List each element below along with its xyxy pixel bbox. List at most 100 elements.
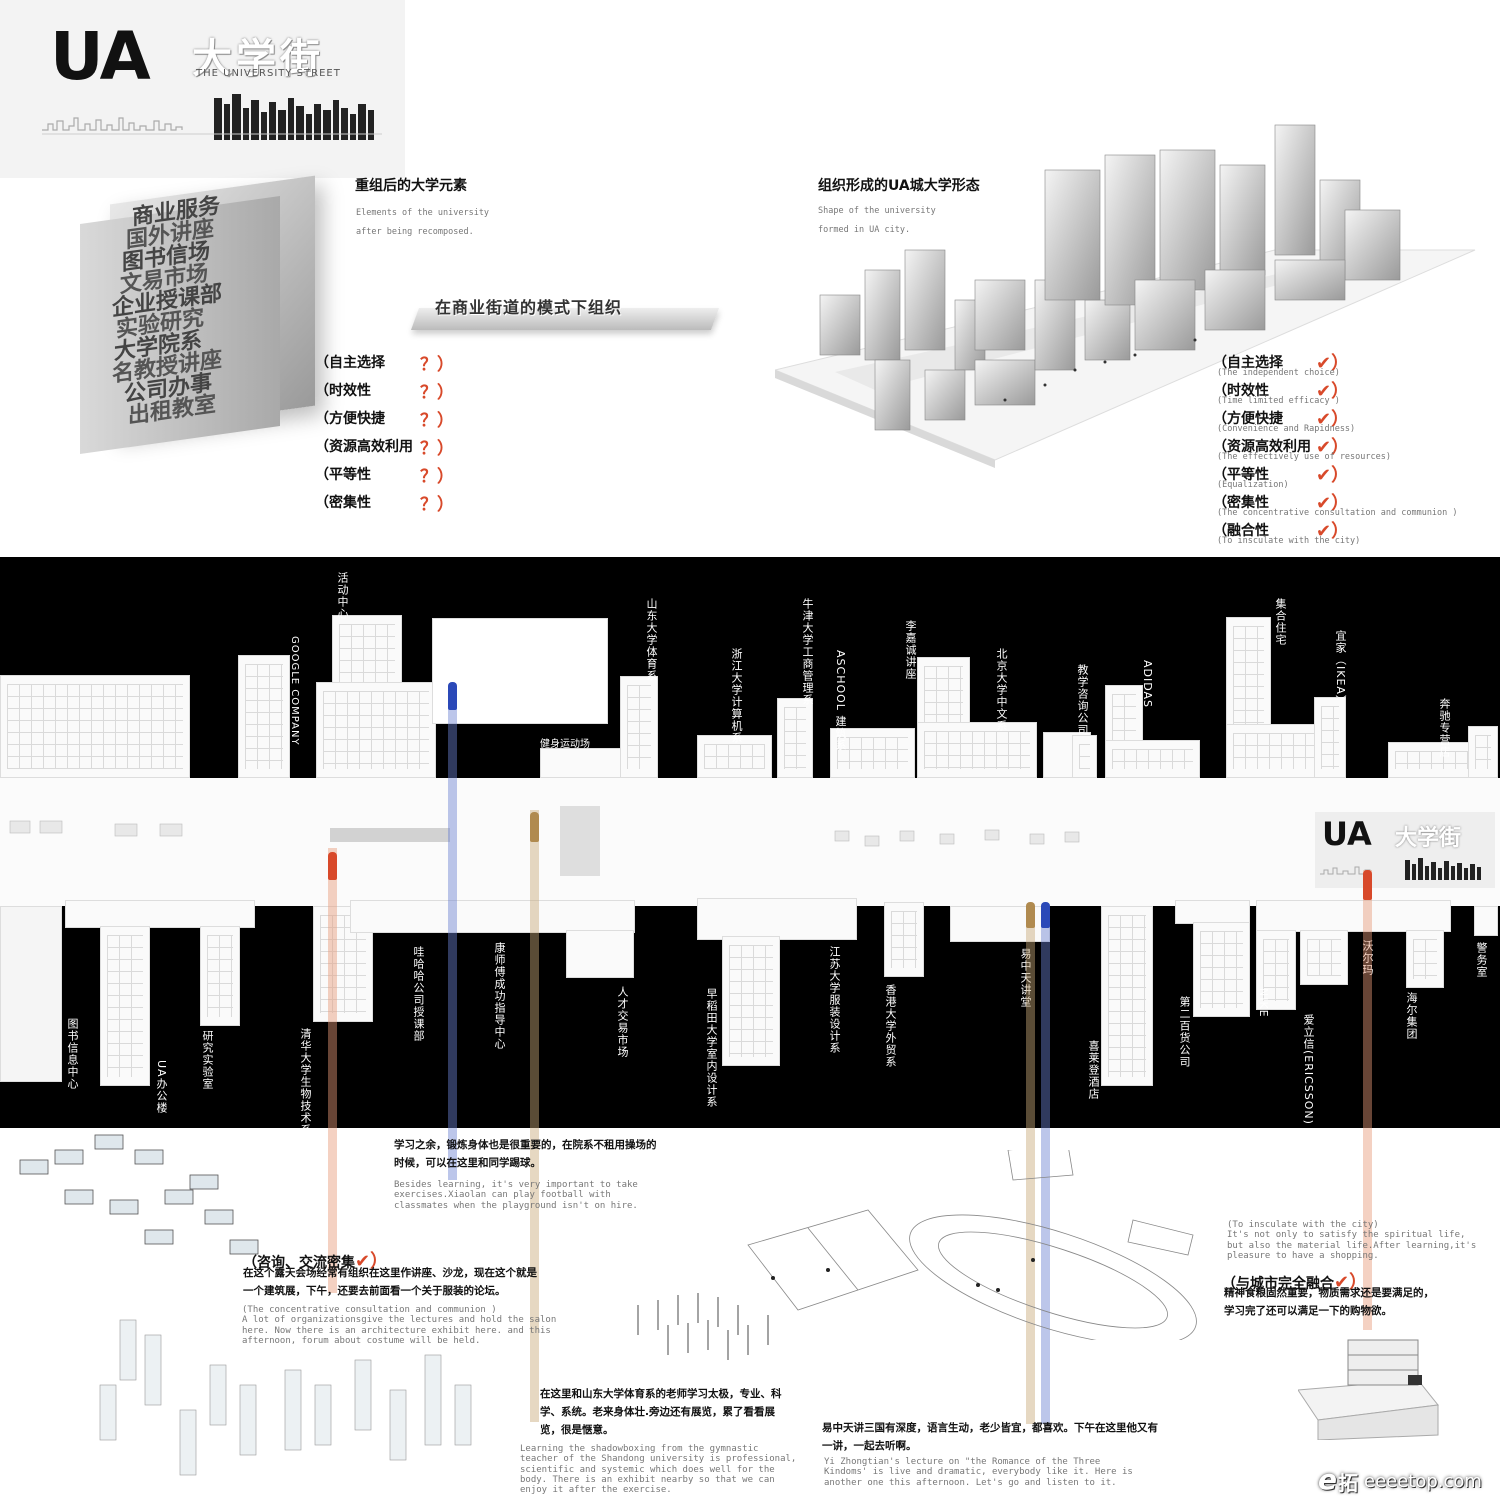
criterion-label: （密集性: [1213, 495, 1269, 511]
label-adidas: ADIDAS: [1141, 660, 1154, 709]
building: [950, 906, 1050, 942]
label-nike: NIKE: [1257, 988, 1270, 1018]
label-ikea: 宜家（IKEA）: [1334, 630, 1347, 707]
check-icon: ✔）: [1334, 1272, 1368, 1293]
building: [1193, 922, 1250, 1017]
building: [566, 930, 634, 978]
criterion-note: (The independent choice): [1217, 368, 1340, 378]
building: [917, 722, 1037, 778]
check-icon: ✔）: [1316, 381, 1350, 402]
check-icon: ✔）: [1316, 521, 1350, 542]
exhibition-panels-illustration: [99, 1319, 472, 1476]
building: [1175, 900, 1250, 924]
city-heading: （与城市完全融合✔）: [1222, 1268, 1367, 1294]
criterion-label: （方便快捷: [315, 411, 385, 427]
block-words: 商业服务 国外讲座 图书信场 文易市场 企业授课部 实验研究 大学院系 名教授讲…: [112, 180, 332, 431]
check-icon: ✔）: [355, 1251, 389, 1272]
consult-story-cn: 在这个露天会场经常有组织在这里作讲座、沙龙，现在这个就是一个建筑展，下午，还要去…: [243, 1267, 537, 1297]
building: [1105, 740, 1200, 778]
criterion-note: (Equalization): [1217, 480, 1289, 490]
label-edu-consult: 教学咨询公司: [1076, 664, 1089, 736]
sports-courts-illustration: [747, 1150, 1197, 1340]
logo-panel: [0, 0, 405, 178]
check-icon: ✔）: [1316, 437, 1350, 458]
person-figure-orange: [328, 852, 337, 880]
watermark-tuo: 拓: [1338, 1471, 1358, 1495]
label-haier: 海尔集团: [1405, 992, 1418, 1040]
market-stalls-illustration: [19, 1134, 259, 1255]
question-icon: ？）: [420, 495, 454, 515]
person-figure-orange: [1363, 870, 1372, 900]
building: [777, 698, 813, 778]
question-icon: ？）: [420, 383, 454, 403]
building: [1314, 697, 1346, 778]
label-lab: 研究实验室: [201, 1030, 214, 1090]
label-jiangsu-fashion: 江苏大学服装设计系: [828, 946, 841, 1054]
label-activity-center: 活动中心: [336, 572, 349, 620]
slab-text: 在商业街道的模式下组织: [435, 298, 623, 317]
label-dept-store: 第二百货公司: [1178, 996, 1191, 1068]
right-criteria-list: （自主选择 ✔） (The independent choice) （时效性 ✔…: [1213, 352, 1473, 548]
criterion-label: （时效性: [1213, 383, 1269, 399]
street-logo-ua: UA: [1322, 815, 1372, 853]
building: [1256, 900, 1451, 932]
path-bar-blue: [448, 690, 457, 1180]
city-story-cn: 精神食粮固然重要，物质需求还是要满足的，学习完了还可以满足一下的购物欲。: [1224, 1287, 1434, 1317]
criterion-label: （平等性: [1213, 467, 1269, 483]
left-subtitle-2: after being recomposed.: [356, 227, 474, 237]
football-story-cn: 学习之余，锻炼身体也是很重要的，在院系不租用操场的时候，可以在这里和同学踢球。: [394, 1139, 657, 1169]
label-aschool: ASCHOOL 建筑系: [834, 650, 847, 752]
criterion-row: （资源高效利用 ？）: [315, 436, 455, 464]
criterion-row: （平等性 ✔） (Equalization): [1213, 464, 1473, 492]
person-figure-tan: [1026, 902, 1035, 928]
label-google: GOOGLE COMPANY: [289, 636, 300, 746]
right-title: 组织形成的UA城大学形态: [818, 178, 980, 194]
label-li-ka-shing: 李嘉诚讲座: [904, 620, 917, 680]
path-bar-tan: [530, 810, 539, 1422]
building: [697, 735, 772, 778]
logo-skyline: [42, 94, 382, 140]
building: [1468, 726, 1498, 778]
lecture-story-en: Yi Zhongtian's lecture on "the Romance o…: [824, 1457, 1133, 1488]
building: [100, 926, 150, 1086]
building: [0, 906, 62, 1082]
taiji-crowd-illustration: [637, 1293, 769, 1360]
person-figure-blue: [1041, 902, 1050, 928]
football-story-en: Besides learning, it's very important to…: [394, 1180, 638, 1211]
criterion-row: （时效性 ✔） (Time limited efficacy ): [1213, 380, 1473, 408]
building: [1101, 906, 1153, 1086]
building: [238, 655, 290, 778]
building: [1300, 930, 1348, 985]
person-figure-blue: [448, 682, 457, 710]
street-slab: 在商业街道的模式下组织: [410, 298, 720, 332]
criterion-label: （资源高效利用: [315, 439, 413, 455]
label-master-kong: 康师傅成功指导中心: [493, 942, 506, 1050]
path-bar-tan-2: [1026, 912, 1035, 1424]
street-crowd: [9, 806, 1080, 876]
check-icon: ✔）: [1316, 493, 1350, 514]
label-benz: 奔驰专营店: [1438, 698, 1451, 758]
label-tsinghua-bio: 清华大学生物技术系: [299, 1028, 312, 1136]
watermark-site: eeeetop.com: [1364, 1471, 1482, 1492]
question-icon: ？）: [420, 355, 454, 375]
criterion-row: （方便快捷 ✔） (Convenience and Rapidness): [1213, 408, 1473, 436]
criterion-row: （自主选择 ✔） (The independent choice): [1213, 352, 1473, 380]
building: [65, 900, 255, 928]
path-bar-orange: [328, 848, 337, 1293]
check-icon: ✔）: [1316, 409, 1350, 430]
criterion-note: (Time limited efficacy ): [1217, 396, 1340, 406]
building: [350, 900, 635, 933]
building: [316, 682, 436, 778]
label-ericsson: 爱立信(ERICSSON): [1302, 1014, 1315, 1125]
label-waseda: 早稻田大学室内设计系: [705, 988, 718, 1108]
path-bar-orange-2: [1363, 870, 1372, 1330]
criterion-label: （平等性: [315, 467, 371, 483]
criterion-label: （时效性: [315, 383, 371, 399]
building: [722, 936, 780, 1066]
criterion-row: （资源高效利用 ✔） (The effectively use of resou…: [1213, 436, 1473, 464]
street-logo-skyline: [1320, 858, 1481, 880]
left-title: 重组后的大学元素: [355, 178, 467, 194]
criterion-note: (To insculate with the city): [1217, 536, 1361, 546]
check-icon: ✔）: [1316, 353, 1350, 374]
logo-en-title: THE UNIVERSITY STREET: [196, 68, 341, 79]
